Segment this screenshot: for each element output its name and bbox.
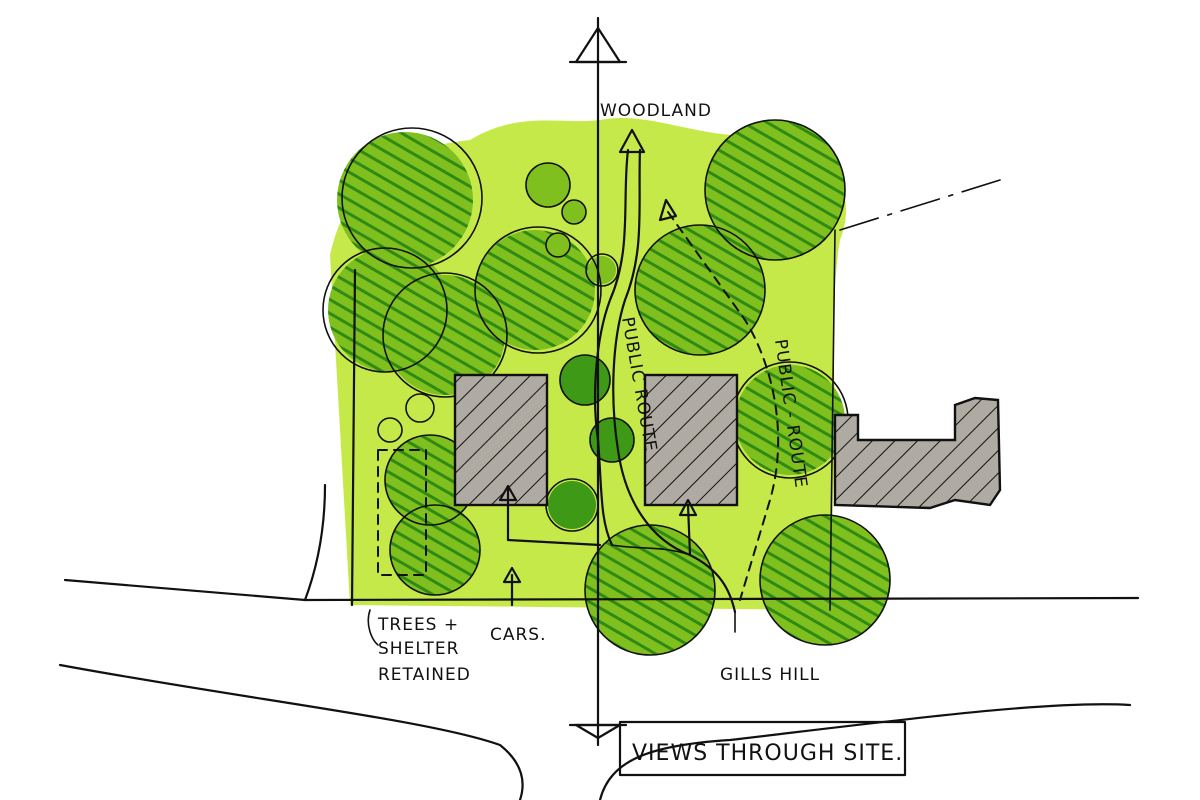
label-trees-line2: SHELTER [378, 639, 459, 659]
label-cars: CARS. [490, 625, 547, 645]
title-text: VIEWS THROUGH SITE. [632, 741, 903, 766]
tree [635, 225, 765, 355]
tree [475, 230, 595, 350]
tree [390, 505, 480, 595]
label-trees-line1: TREES + [377, 615, 459, 635]
shelter-outline [377, 449, 427, 576]
tree [585, 525, 715, 655]
roads [58, 483, 1140, 800]
buildings [453, 373, 1002, 510]
site-boundary [350, 179, 1001, 611]
tree [337, 132, 473, 268]
building-right [643, 373, 739, 507]
tree [385, 435, 475, 525]
label-trees-line3: RETAINED [378, 665, 471, 685]
tree [562, 200, 586, 224]
tree [588, 256, 616, 284]
tree [705, 120, 845, 260]
tree [526, 163, 570, 207]
axis-line [568, 16, 628, 747]
building-existing [833, 396, 1002, 510]
tree [548, 481, 596, 529]
tree-outlines [322, 119, 891, 656]
title-box: VIEWS THROUGH SITE. [618, 720, 907, 777]
label-woodland: WOODLAND [600, 101, 712, 121]
side-route [658, 198, 780, 601]
building-left [453, 373, 549, 507]
tree [546, 233, 570, 257]
tree [590, 418, 634, 462]
tree [735, 365, 845, 475]
trees [328, 120, 890, 655]
label-road: GILLS HILL [720, 665, 820, 685]
car-arrows [498, 484, 698, 607]
tree [760, 515, 890, 645]
